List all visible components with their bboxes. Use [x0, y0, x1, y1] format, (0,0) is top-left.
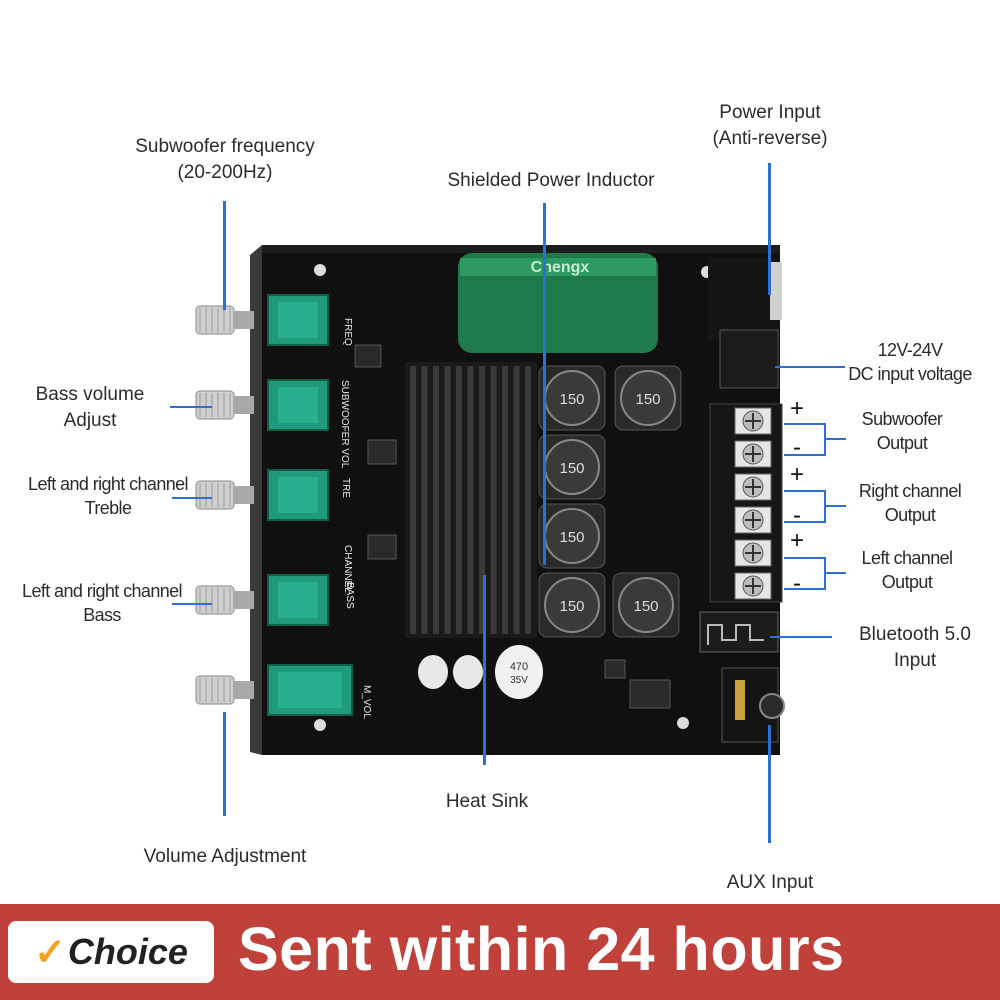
inductor: 150	[538, 572, 606, 638]
heat-sink-fin	[410, 366, 416, 634]
inductor: 150	[614, 365, 682, 431]
terminal-screw[interactable]	[734, 440, 772, 468]
shipping-banner: ✓ Choice Sent within 24 hours	[0, 904, 1000, 1000]
capacitor-brand: Chengx	[531, 259, 590, 276]
inductor-group: 150 150 150 150 150 150	[538, 365, 682, 638]
svg-text:150: 150	[559, 391, 584, 408]
inductor: 150	[612, 572, 680, 638]
board-knob-label: TRE	[340, 478, 351, 498]
svg-text:150: 150	[559, 460, 584, 477]
inductor: 150	[538, 503, 606, 569]
leader-line-treble	[172, 497, 212, 499]
board-knob-label: BASS	[344, 582, 355, 609]
mount-hole	[677, 717, 689, 729]
leader-line-bass-vol	[170, 406, 212, 408]
board-knob-label: SUBWOOFER VOL	[339, 380, 350, 469]
large-cap-label: 470	[510, 661, 528, 673]
heat-sink	[405, 362, 537, 638]
mount-hole	[314, 264, 326, 276]
heat-sink-fin	[421, 366, 428, 634]
large-cap-voltage: 35V	[510, 675, 528, 686]
label-lr-treble: Left and right channel Treble	[28, 474, 189, 519]
svg-text:150: 150	[559, 529, 584, 546]
label-lr-bass: Left and right channel Bass	[22, 581, 183, 626]
board-knob-label: FREQ	[342, 318, 353, 346]
label-bass-volume: Bass volume Adjust	[35, 384, 145, 431]
label-subwoofer-frequency: Subwoofer frequency (20-200Hz)	[135, 136, 315, 183]
label-bluetooth: Bluetooth 5.0 Input	[859, 624, 971, 671]
label-volume-adjustment: Volume Adjustment	[143, 846, 307, 867]
leader-line-bluetooth	[770, 636, 832, 638]
label-left-output: Left channel Output	[861, 548, 953, 593]
terminal-sign-5: +	[790, 527, 805, 554]
terminal-sign-4: -	[793, 502, 801, 529]
inductor: 150	[538, 365, 606, 431]
terminal-sign-3: +	[790, 461, 805, 488]
heat-sink-fin	[456, 366, 462, 634]
board-knob-label: CHANNEL	[342, 545, 353, 593]
heat-sink-fin	[490, 366, 497, 634]
terminal-screw[interactable]	[734, 506, 772, 534]
knob[interactable]	[195, 469, 329, 521]
svg-text:150: 150	[559, 598, 584, 615]
leader-line-dc	[775, 366, 845, 368]
label-heat-sink: Heat Sink	[445, 791, 529, 812]
knob-group	[195, 294, 353, 716]
label-dc-input-voltage: 12V-24V DC input voltage	[848, 340, 972, 385]
label-power-input: Power Input (Anti-reverse)	[712, 102, 828, 149]
banner-text: Sent within 24 hours	[238, 915, 845, 983]
knob[interactable]	[195, 379, 329, 431]
terminal-sign-2: -	[793, 434, 801, 461]
choice-badge-text: Choice	[67, 931, 188, 972]
leader-line-power	[768, 163, 771, 295]
leader-line-heatsink	[483, 575, 486, 765]
choice-badge: ✓ Choice	[8, 921, 214, 983]
knob[interactable]	[195, 664, 353, 716]
mount-hole	[314, 719, 326, 731]
heat-sink-fin	[513, 366, 520, 634]
leader-line-volume	[223, 712, 226, 816]
leader-line-aux	[768, 725, 771, 843]
board-knob-label: M_VOL	[361, 685, 372, 719]
amplifier-board-diagram: Chengx 470 35V 150 150 150 150 150 150 FREQ SU…	[195, 245, 785, 755]
svg-text:150: 150	[635, 391, 660, 408]
heat-sink-fin	[444, 366, 451, 634]
heat-sink-fin	[467, 366, 474, 634]
label-shielded-power-inductor: Shielded Power Inductor	[447, 170, 655, 191]
small-capacitors: 470 35V	[418, 645, 543, 699]
heat-sink-fin	[433, 366, 439, 634]
heat-sink-fin	[479, 366, 485, 634]
terminal-screw[interactable]	[734, 572, 772, 600]
knob[interactable]	[195, 294, 329, 346]
bluetooth-module	[699, 611, 779, 653]
label-aux-input: AUX Input	[726, 872, 814, 893]
svg-text:150: 150	[633, 598, 658, 615]
terminal-screw[interactable]	[734, 539, 772, 567]
label-right-output: Right channel Output	[858, 481, 962, 526]
inductor: 150	[538, 434, 606, 500]
check-icon: ✓	[34, 931, 66, 974]
leader-line-lr-bass	[172, 603, 212, 605]
label-subwoofer-output: Subwoofer Output	[861, 409, 943, 454]
heat-sink-fin	[525, 366, 531, 634]
leader-line-freq	[223, 201, 226, 310]
heat-sink-fin	[502, 366, 508, 634]
output-terminal-block	[709, 403, 783, 603]
terminal-screw[interactable]	[734, 407, 772, 435]
dc-terminal	[719, 329, 779, 389]
terminal-sign-6: -	[793, 570, 801, 597]
leader-line-inductor	[543, 203, 546, 565]
main-capacitor: Chengx	[458, 253, 658, 353]
front-panel	[250, 245, 262, 755]
terminal-screw[interactable]	[734, 473, 772, 501]
terminal-sign-1: +	[790, 395, 805, 422]
knob[interactable]	[195, 574, 329, 626]
